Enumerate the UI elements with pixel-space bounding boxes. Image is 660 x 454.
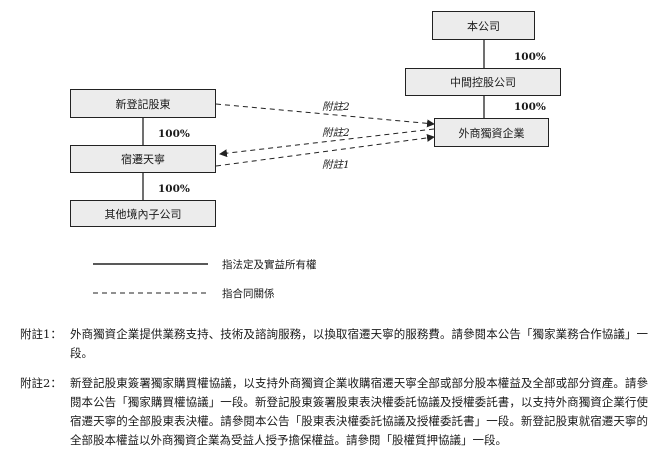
pct-company-intermediate: 100% bbox=[514, 51, 546, 63]
note-2-label: 附註2： bbox=[20, 376, 62, 390]
annotation-arrow-3: 附註1 bbox=[322, 159, 350, 171]
node-suqian: 宿遷天寧 bbox=[70, 145, 216, 173]
note-2-text: 新登記股東簽署獨家購買權協議，以支持外商獨資企業收購宿遷天寧全部或部分股本權益及… bbox=[70, 376, 648, 447]
node-company: 本公司 bbox=[432, 11, 535, 40]
arrow-suqian-to-wfoe bbox=[215, 133, 435, 167]
arrow-new-to-wfoe bbox=[215, 103, 435, 128]
pct-new-suqian: 100% bbox=[158, 128, 190, 140]
node-other: 其他境內子公司 bbox=[70, 200, 216, 227]
node-new-shareholder: 新登記股東 bbox=[70, 89, 216, 118]
note-2: 附註2： 新登記股東簽署獨家購買權協議，以支持外商獨資企業收購宿遷天寧全部或部分… bbox=[20, 374, 648, 450]
node-wfoe: 外商獨資企業 bbox=[434, 118, 549, 147]
diagram-connectors bbox=[93, 40, 485, 294]
note-1-text: 外商獨資企業提供業務支持、技術及諮詢服務，以換取宿遷天寧的服務費。請參閱本公告「… bbox=[70, 327, 648, 360]
legend-dashed-label: 指合同關係 bbox=[222, 288, 275, 300]
note-1-label: 附註1： bbox=[20, 327, 62, 341]
pct-intermediate-wfoe: 100% bbox=[514, 101, 546, 113]
node-intermediate: 中間控股公司 bbox=[405, 68, 561, 96]
annotation-arrow-1: 附註2 bbox=[322, 101, 350, 113]
annotation-arrow-2: 附註2 bbox=[322, 127, 350, 139]
pct-suqian-other: 100% bbox=[158, 183, 190, 195]
legend-solid-label: 指法定及實益所有權 bbox=[222, 259, 317, 271]
note-1: 附註1： 外商獨資企業提供業務支持、技術及諮詢服務，以換取宿遷天寧的服務費。請參… bbox=[20, 325, 648, 363]
